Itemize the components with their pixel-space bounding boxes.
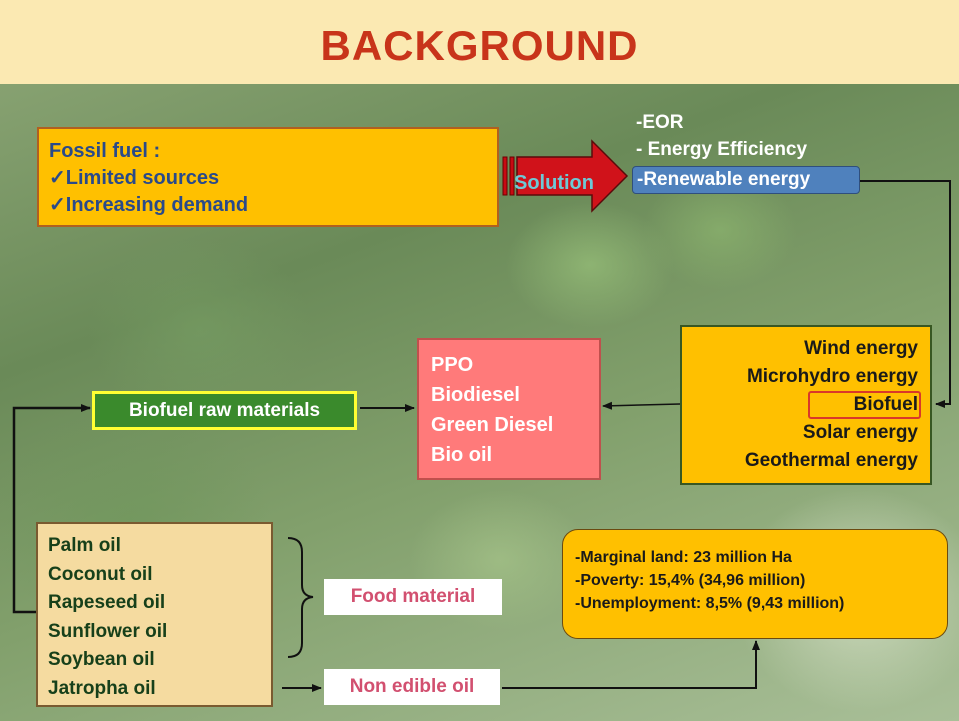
connector-biofuel-to-products xyxy=(602,401,681,410)
energy-item: Geothermal energy xyxy=(744,450,918,471)
oil-item: Rapeseed oil xyxy=(48,592,166,614)
food-oils-brace xyxy=(287,537,314,658)
connector-renewable-to-energies xyxy=(860,180,951,408)
oil-item: Jatropha oil xyxy=(48,677,156,699)
fossil-fuel-box: Fossil fuel : ✓Limited sources ✓Increasi… xyxy=(37,127,499,227)
slide-title: BACKGROUND xyxy=(320,22,639,69)
biofuel-highlight xyxy=(808,391,921,419)
stat-item: -Unemployment: 8,5% (9,43 million) xyxy=(575,595,845,612)
food-material-label: Food material xyxy=(324,579,502,615)
energy-types-box: Wind energy Microhydro energy Biofuel So… xyxy=(680,325,932,485)
connector-oils-to-raw xyxy=(12,404,91,614)
indonesia-stats-box: -Marginal land: 23 million Ha -Poverty: … xyxy=(562,529,948,639)
stat-item: -Marginal land: 23 million Ha xyxy=(575,549,792,566)
product-item: PPO xyxy=(431,354,474,376)
oil-item: Soybean oil xyxy=(48,649,155,671)
product-item: Green Diesel xyxy=(431,414,554,436)
oil-item: Coconut oil xyxy=(48,563,153,585)
renewable-energy-box: -Renewable energy xyxy=(632,166,860,194)
oil-item: Palm oil xyxy=(48,535,121,556)
product-item: Bio oil xyxy=(431,444,493,466)
header-band: BACKGROUND xyxy=(0,0,959,84)
oil-item: Sunflower oil xyxy=(48,620,168,642)
solution-label: Solution xyxy=(514,172,594,194)
solution-item: -EOR xyxy=(636,112,684,133)
energy-item-biofuel: Biofuel xyxy=(853,394,918,415)
biofuel-raw-materials-box: Biofuel raw materials xyxy=(92,391,357,430)
energy-item: Solar energy xyxy=(802,422,918,443)
fossil-fuel-item: ✓Increasing demand xyxy=(49,194,249,216)
energy-item: Wind energy xyxy=(804,338,918,359)
product-item: Biodiesel xyxy=(431,384,520,406)
non-edible-oil-label: Non edible oil xyxy=(324,669,500,705)
fossil-fuel-heading: Fossil fuel : xyxy=(49,140,161,162)
energy-item: Microhydro energy xyxy=(746,366,918,387)
solution-item: - Energy Efficiency xyxy=(636,139,808,160)
fossil-fuel-item: ✓Limited sources xyxy=(49,167,220,189)
oils-box: Palm oil Coconut oil Rapeseed oil Sunflo… xyxy=(36,522,273,707)
stat-item: -Poverty: 15,4% (34,96 million) xyxy=(575,572,806,589)
solutions-list: -EOR - Energy Efficiency xyxy=(636,109,807,163)
biofuel-products-box: PPO Biodiesel Green Diesel Bio oil xyxy=(417,338,601,480)
connector-nonedible-to-stats xyxy=(502,640,760,689)
solution-arrow xyxy=(502,139,629,213)
